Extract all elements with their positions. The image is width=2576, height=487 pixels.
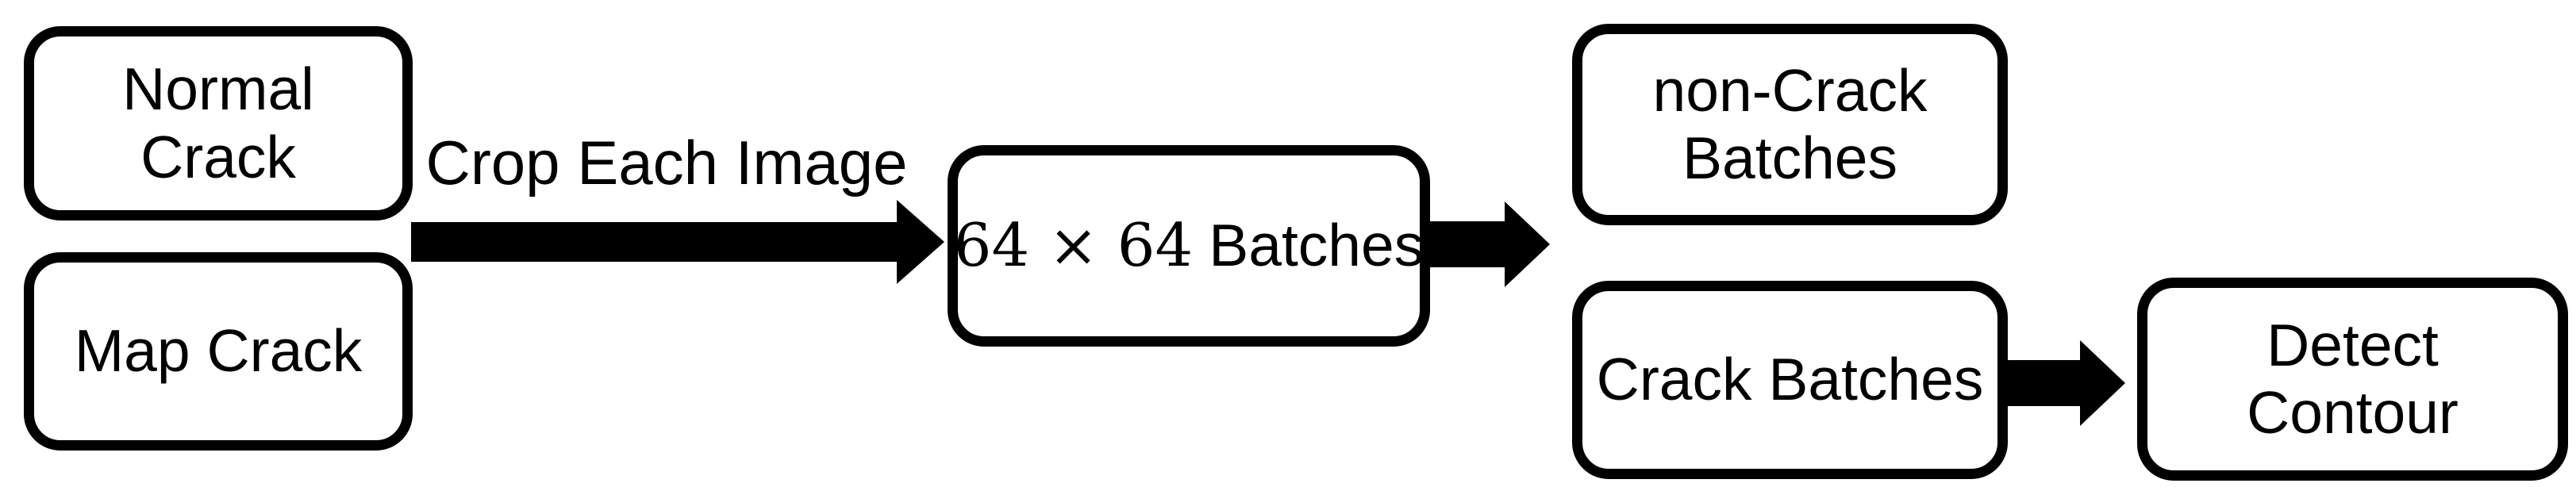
node-crack-batches: Crack Batches xyxy=(1572,281,2008,479)
split-arrow-icon xyxy=(1428,201,1550,287)
node-64x64-batches-text: Batches xyxy=(1209,212,1424,279)
node-map-crack-line1: Map Crack xyxy=(74,317,363,385)
node-detect-contour: Detect Contour xyxy=(2137,278,2568,481)
node-normal-crack: Normal Crack xyxy=(24,26,413,220)
crop-arrow-icon xyxy=(411,200,944,284)
crop-arrow-label: Crop Each Image xyxy=(425,128,908,197)
node-crack-batches-line1: Crack Batches xyxy=(1596,346,1984,413)
detect-arrow-icon xyxy=(2006,340,2125,426)
node-detect-contour-line1: Detect xyxy=(2266,311,2439,378)
node-non-crack-batches-line1: non-Crack xyxy=(1652,56,1928,124)
node-64x64-batches-math: 64 × 64 xyxy=(953,210,1194,281)
node-non-crack-batches: non-Crack Batches xyxy=(1572,24,2008,225)
node-normal-crack-line2: Crack xyxy=(140,123,296,190)
node-map-crack: Map Crack xyxy=(24,252,413,451)
node-detect-contour-line2: Contour xyxy=(2247,379,2459,446)
node-non-crack-batches-line2: Batches xyxy=(1682,125,1897,191)
node-normal-crack-line1: Normal xyxy=(122,56,314,122)
node-64x64-batches: 64 × 64 Batches xyxy=(948,145,1430,347)
